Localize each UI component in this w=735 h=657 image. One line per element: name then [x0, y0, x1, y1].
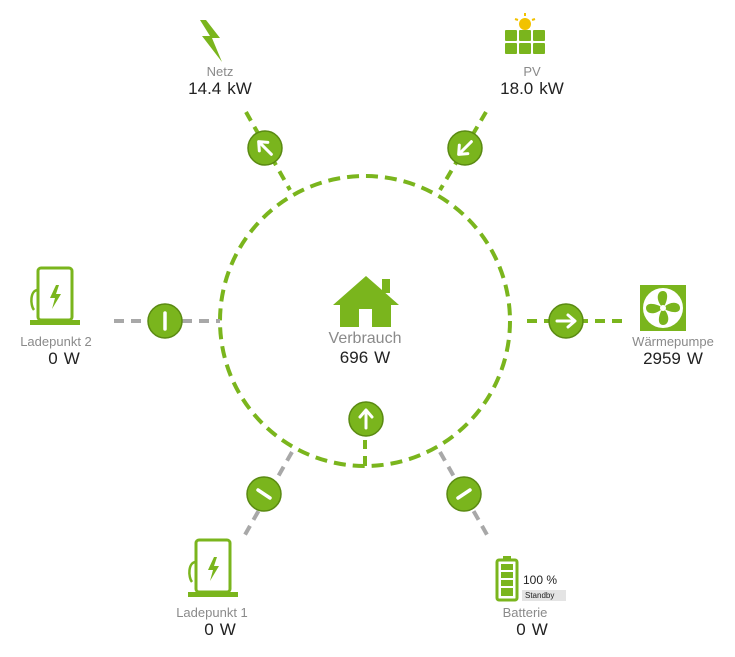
batterie-idle-icon [446, 476, 482, 512]
waermepumpe-flow-arrow-icon [548, 303, 584, 339]
house-icon [333, 276, 399, 327]
charger-icon [188, 538, 238, 597]
netz-flow-arrow-icon [247, 130, 283, 166]
fan-icon [640, 285, 686, 331]
charger-icon [30, 266, 80, 325]
pv-flow-arrow-icon [447, 130, 483, 166]
batterie-label: Batterie [502, 605, 548, 620]
ladepunkt2-idle-icon [147, 303, 183, 339]
battery-soc: 100 % [523, 573, 558, 587]
waermepumpe-label: Wärmepumpe [632, 334, 714, 349]
line-pv [438, 110, 488, 192]
line-netz [244, 111, 292, 191]
battery-status-badge: Standby [522, 590, 566, 601]
ladepunkt1-idle-icon [246, 476, 282, 512]
ladepunkt2-label: Ladepunkt 2 [20, 334, 92, 349]
center-flow-arrow-icon [348, 401, 384, 437]
netz-label: Netz [206, 64, 234, 79]
solar-panel-icon [505, 13, 545, 54]
lightning-icon [200, 20, 222, 62]
battery-icon [495, 556, 519, 602]
ladepunkt1-label: Ladepunkt 1 [176, 605, 248, 620]
consumption-label: Verbrauch [328, 330, 402, 347]
consumption-ring [218, 174, 512, 468]
pv-label: PV [523, 64, 541, 79]
